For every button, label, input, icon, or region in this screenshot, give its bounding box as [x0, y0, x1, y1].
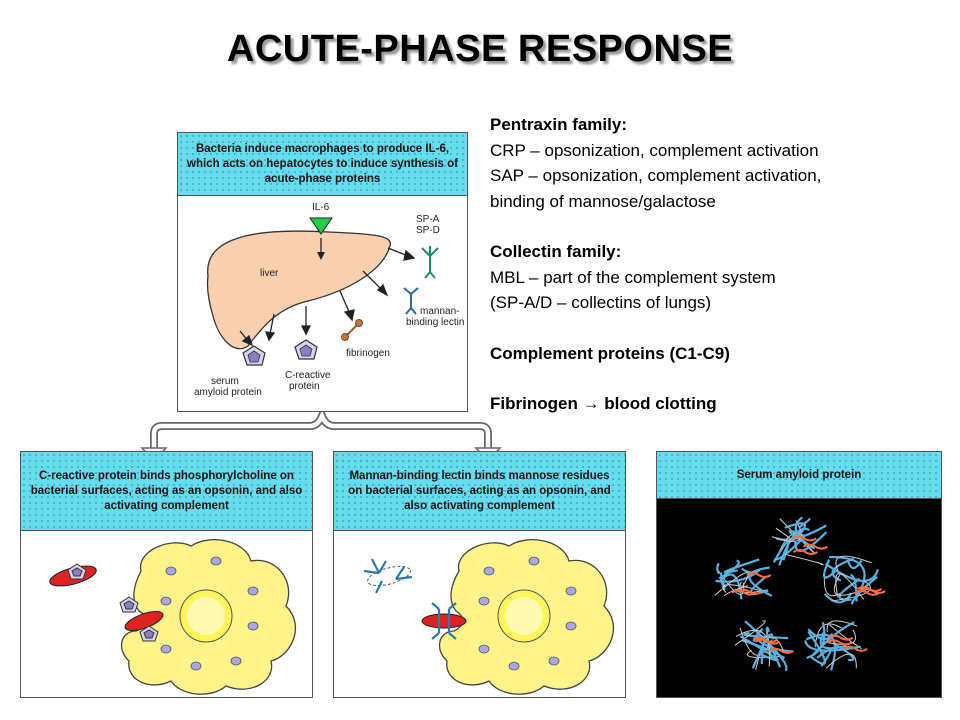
slide-title: ACUTE-PHASE RESPONSE [226, 28, 734, 70]
pentraxin-heading: Pentraxin family: [490, 115, 627, 134]
il6-triangle-icon [309, 217, 333, 235]
sp-ad-icon [421, 246, 439, 279]
crp-opsonin-panel: C-reactive protein binds phosphorylcholi… [20, 451, 313, 698]
mbl-opsonin-header: Mannan-binding lectin binds mannose resi… [334, 452, 625, 531]
sap-description-cont: binding of mannose/galactose [490, 191, 716, 211]
liver-diagram-header: Bacteria induce macrophages to produce I… [178, 133, 467, 196]
mbl-description: MBL – part of the complement system [490, 267, 776, 287]
protein-subunit [822, 555, 886, 605]
mbl-macrophage-diagram [363, 539, 615, 695]
liver-diagram-panel: Bacteria induce macrophages to produce I… [177, 132, 468, 412]
liver-shape [206, 230, 391, 350]
spa-label: SP-A [416, 214, 440, 225]
crp-opsonin-header: C-reactive protein binds phosphorylcholi… [21, 452, 312, 531]
fibrinogen-heading: Fibrinogen → blood clotting [490, 394, 717, 413]
liver-label: liver [260, 268, 279, 279]
sap-structure-header: Serum amyloid protein [657, 452, 941, 499]
fibrinogen-icon [341, 319, 363, 341]
sap-pentamer-icon [242, 345, 266, 366]
crp-pentamer-icon [67, 563, 159, 642]
protein-subunit [734, 620, 794, 672]
protein-subunit [771, 516, 829, 566]
protein-subunit [804, 620, 868, 671]
sap-protein-structure [657, 499, 941, 697]
sap-description: SAP – opsonization, complement activatio… [490, 166, 822, 185]
liver-diagram: liver IL-6 SP-A SP-D mannan- binding lec… [194, 202, 464, 398]
serum-label: serum [211, 376, 239, 387]
bacterium-dashed [367, 565, 411, 587]
fibrinogen-label: fibrinogen [346, 348, 390, 359]
il6-label: IL-6 [312, 202, 330, 213]
spd-label: SP-D [416, 225, 440, 236]
crp-protein-label: protein [289, 381, 320, 392]
collectin-heading: Collectin family: [490, 242, 622, 261]
mannan-label: mannan- [420, 306, 459, 317]
spad-description: (SP-A/D – collectins of lungs) [490, 293, 712, 312]
crp-macrophage-diagram [49, 539, 297, 695]
protein-subunit [714, 558, 773, 600]
complement-heading: Complement proteins (C1-C9) [490, 343, 730, 363]
mbl-opsonin-panel: Mannan-binding lectin binds mannose resi… [333, 451, 626, 698]
granules-icon [478, 556, 577, 671]
mbl-icon [363, 558, 457, 640]
granules-icon [160, 556, 259, 671]
acute-phase-protein-list: Pentraxin family: CRP – opsonization, co… [490, 112, 950, 417]
amyloid-label: amyloid protein [194, 387, 262, 398]
crp-pentamer-icon [294, 339, 318, 360]
bacterium-engulfed [421, 613, 467, 629]
binding-lectin-label: binding lectin [406, 317, 464, 328]
crp-description: CRP – opsonization, complement activatio… [490, 140, 819, 160]
mannan-binding-lectin-icon [403, 287, 419, 315]
sap-structure-panel: Serum amyloid protein [656, 451, 942, 698]
crp-label: C-reactive [285, 370, 331, 381]
